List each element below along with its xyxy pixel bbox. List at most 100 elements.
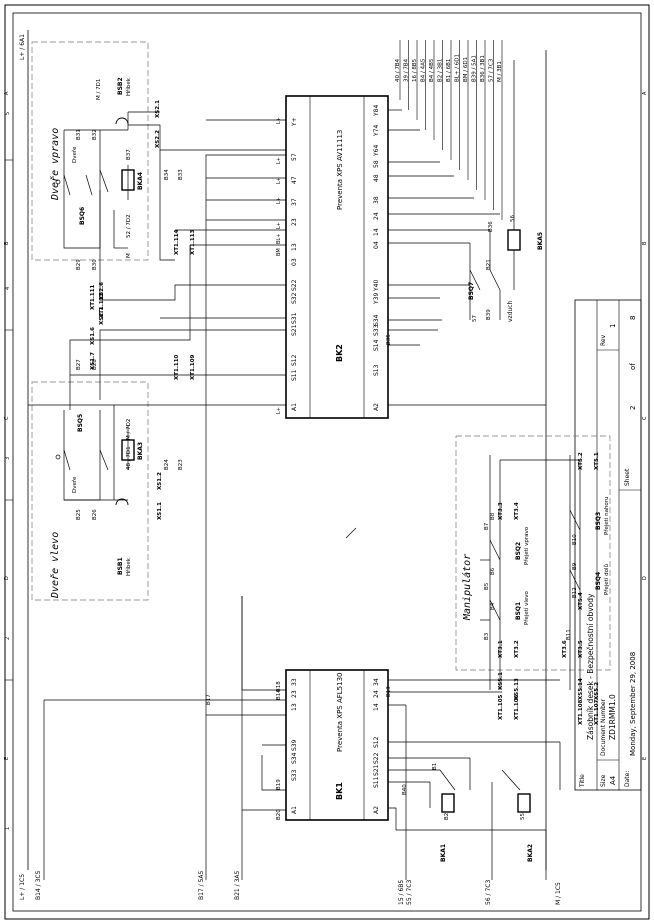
bk1-pin-left: S33 [291, 769, 298, 781]
net-label: B31 [76, 129, 82, 140]
hrib-label-bottom: Hříbek [125, 557, 132, 576]
left-ref-label: B17 / 5A5 [198, 870, 205, 900]
net-label: B19 [276, 779, 282, 790]
door-right-devices [55, 111, 160, 249]
sheet-label: Sheet [624, 468, 631, 486]
rev-label: Rev [600, 334, 607, 346]
net-label: B6 [490, 567, 496, 575]
component-ref-bsb2: BSB2 [117, 77, 124, 95]
top-reference-label: 57 / 7C3 [489, 58, 495, 82]
bk2-pin-left: 23 [291, 218, 298, 226]
bk1-pin-right: S21 [373, 764, 380, 776]
bk2-pin-right: Y74 [373, 125, 380, 137]
net-label: B3 [484, 632, 490, 640]
zone-label-row-2-left: 2 [5, 637, 11, 640]
zone-label-B-top: B [4, 241, 10, 245]
sheet-value: 2 [629, 406, 637, 410]
zone-label-D-top: D [4, 576, 10, 580]
terminal-label: XT3.6 [562, 640, 568, 658]
net-label: 55 [520, 813, 526, 820]
zone-label-D-bottom: D [642, 576, 648, 580]
terminal-label: XS1.2 [157, 472, 163, 490]
top-reference-label: B39 / 5A1 [472, 55, 478, 82]
net-label: B5 [484, 582, 490, 590]
net-label: B26 [92, 509, 98, 520]
center-diagonal-mark [345, 527, 357, 539]
docnum-value: ZD1RMM1.0 [608, 694, 617, 740]
net-label: B10 [572, 534, 578, 545]
bsb2-mushroom-button [115, 117, 129, 125]
bk1-name: Preventa XPS AFL5130 [336, 673, 344, 753]
hrib-label-top: Hříbek [125, 77, 132, 96]
component-ref-bka4: BKA4 [137, 172, 144, 190]
top-reference-label: 40 / 7B4 [395, 58, 401, 82]
bk2-pin-left: 47 [291, 176, 298, 184]
bk1-pin-right: 14 [373, 703, 380, 711]
net-label: B39 [486, 309, 492, 320]
title-text: Zásobník desek - Bezpečnostní obvody [586, 593, 595, 740]
top-reference-label: 39 / 7B4 [404, 58, 410, 82]
bk2-ref: BK2 [335, 344, 344, 362]
component-ref-bsq2: BSQ2 [515, 542, 522, 560]
prejeti-dolu-label: Přejetí dolů [603, 564, 610, 595]
bk2-supply-label: L+ [276, 117, 282, 124]
bk2-pin-left: 03 [291, 258, 298, 266]
bk2-name: Preventa XPS AV11113 [336, 130, 344, 210]
bk2-pin-left: S31 [291, 312, 298, 324]
net-label: B36 [488, 221, 494, 232]
terminal-label: XS1.6 [90, 327, 96, 345]
component-ref-bka3: BKA3 [137, 442, 144, 460]
bk2-right-pins: Y84Y74Y64584838241404Y40Y39S34S33S14S13A… [373, 105, 380, 411]
component-ref-bsq5: BSQ5 [77, 414, 84, 432]
bk2-pin-right: S13 [373, 364, 380, 376]
bka1-coil [441, 793, 455, 813]
zone-label-A-top: A [4, 91, 10, 95]
size-label: Size [600, 774, 607, 787]
left-ref-label: B21 / 3A5 [234, 870, 241, 900]
bk2-pin-right: S34 [373, 314, 380, 326]
terminal-label: XT1.107 [594, 699, 600, 725]
net-label: M / 7D2 [126, 419, 132, 440]
drawing-border [4, 4, 650, 920]
terminal-label: XT3.5 [578, 640, 584, 658]
net-label: M [126, 253, 132, 258]
component-ref-bsq1: BSQ1 [515, 602, 522, 620]
bk2-pin-left: S21 [291, 324, 298, 336]
net-label: B8 [490, 512, 496, 520]
net-label: B40 [402, 784, 408, 795]
bk2-pin-left: Y+ [291, 117, 298, 127]
zone-label-row-3-left: 3 [5, 457, 11, 460]
bk2-supply-label: L+ [276, 177, 282, 184]
component-ref-bka1: BKA1 [440, 844, 447, 862]
net-label: B23 [178, 459, 184, 470]
zone-label-B-bottom: B [642, 241, 648, 245]
date-label: Date: [624, 771, 631, 787]
component-ref-bsq7: BSQ7 [468, 282, 475, 300]
net-label: B17 [206, 694, 212, 705]
prejeti-vlevo-label: Přejetí vlevo [523, 590, 530, 625]
zone-label-row-5-left: 5 [5, 112, 11, 115]
prejeti-vpravo-label: Přejetí vpravo [523, 526, 530, 565]
net-label: B37 [126, 149, 132, 160]
prejeti-nahoru-label: Přejetí nahoru [603, 496, 610, 535]
bk1-pin-left: 13 [291, 703, 298, 711]
top-reference-label: 16 / 8B5 [412, 58, 418, 82]
dvere-label-top: Dveře [71, 146, 78, 163]
net-label: B28 [92, 359, 98, 370]
terminal-label: XT5.4 [578, 592, 584, 610]
terminal-label: XS2.6 [99, 282, 105, 300]
bk1-pin-right: A2 [373, 806, 380, 814]
drawing-inner-frame [12, 12, 642, 912]
net-label: 56 [510, 215, 516, 222]
bka5-coil [507, 229, 521, 251]
terminal-label: XT1.113 [190, 229, 196, 255]
top-reference-label: BM / 6D1 [463, 57, 469, 82]
bk2-supply-label: L+ [276, 222, 282, 229]
left-ref-label: L+ / 6A1 [19, 34, 26, 60]
terminal-label: XT5.1 [594, 452, 600, 470]
bottom-ref-label: 56 / 7C3 [485, 880, 492, 905]
bka4-coil [121, 169, 135, 191]
